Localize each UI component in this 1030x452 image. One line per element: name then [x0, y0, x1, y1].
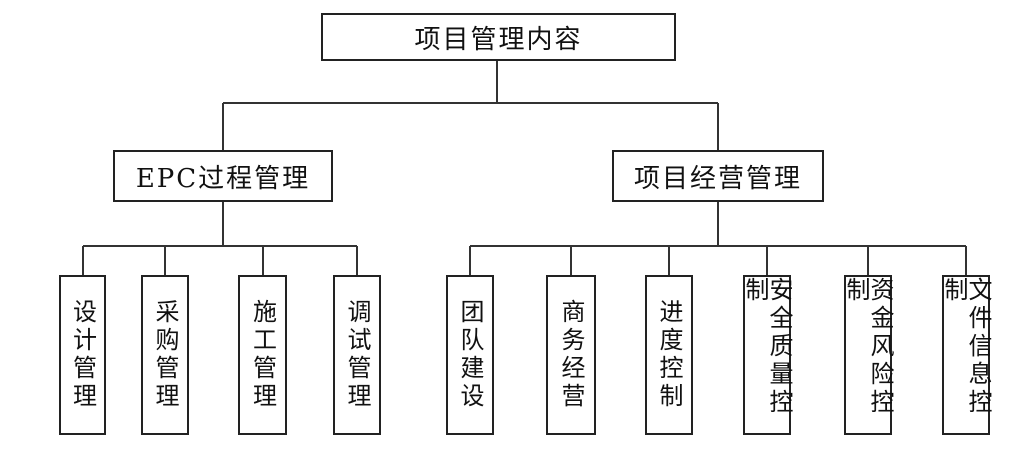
- leaf-label: 团队建设: [456, 299, 484, 411]
- leaf-node-commissioning: 调试管理: [333, 275, 381, 435]
- leaf-node-construction: 施工管理: [238, 275, 287, 435]
- leaf-label: 施工管理: [248, 299, 277, 411]
- leaf-node-team-building: 团队建设: [446, 275, 494, 435]
- root-node: 项目管理内容: [321, 13, 676, 61]
- branch-label: 项目经营管理: [633, 163, 802, 194]
- leaf-node-document-info-control: 文件信息控制: [940, 275, 992, 435]
- leaf-node-schedule-control: 进度控制: [645, 275, 693, 435]
- leaf-label: 采购管理: [151, 299, 179, 411]
- leaf-node-safety-quality-control: 安全质量控制: [741, 275, 793, 435]
- branch-node-epc-process: EPC过程管理: [113, 150, 333, 202]
- leaf-label: 调试管理: [343, 299, 371, 411]
- leaf-label: 资金风险控制: [842, 277, 894, 417]
- leaf-node-business: 商务经营: [546, 275, 596, 435]
- branch-label: EPC过程管理: [135, 163, 311, 194]
- leaf-node-procurement: 采购管理: [141, 275, 189, 435]
- branch-node-operations: 项目经营管理: [612, 150, 824, 202]
- leaf-label: 文件信息控制: [940, 277, 992, 417]
- leaf-node-funds-risk-control: 资金风险控制: [842, 275, 894, 435]
- leaf-label: 商务经营: [557, 299, 585, 411]
- leaf-label: 设计管理: [68, 299, 97, 411]
- leaf-label: 进度控制: [655, 299, 683, 411]
- root-label: 项目管理内容: [414, 24, 583, 55]
- leaf-label: 安全质量控制: [741, 277, 793, 417]
- leaf-node-design: 设计管理: [59, 275, 106, 435]
